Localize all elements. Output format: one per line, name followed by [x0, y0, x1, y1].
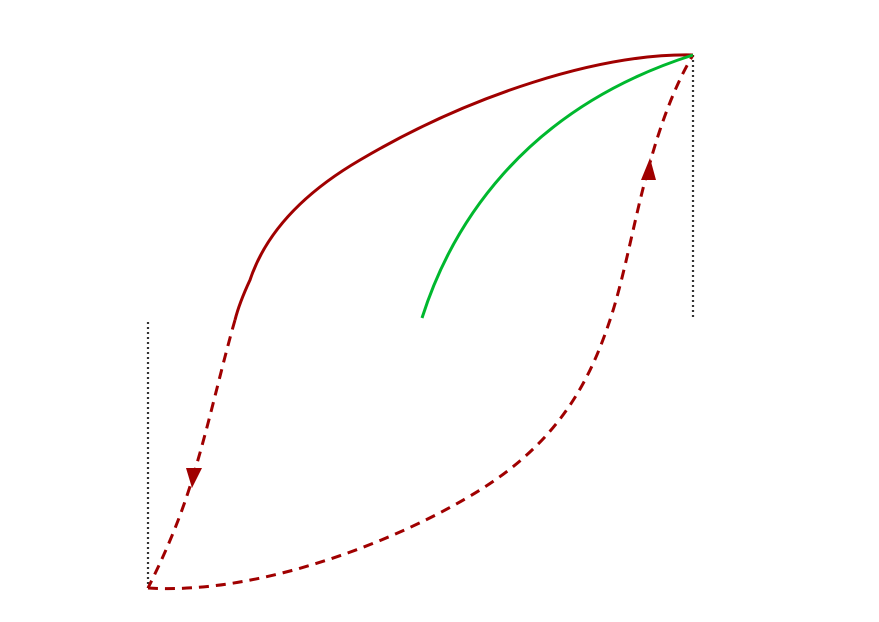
up-arrow-icon — [641, 158, 656, 180]
upper-branch-tail-end — [146, 469, 197, 589]
upper-branch — [233, 53, 694, 321]
down-arrow-icon — [186, 468, 202, 488]
lower-branch-end — [646, 54, 695, 171]
upper-branch-tail — [193, 319, 237, 471]
lower-branch — [147, 169, 650, 591]
initial-magnetization-curve — [420, 53, 694, 319]
